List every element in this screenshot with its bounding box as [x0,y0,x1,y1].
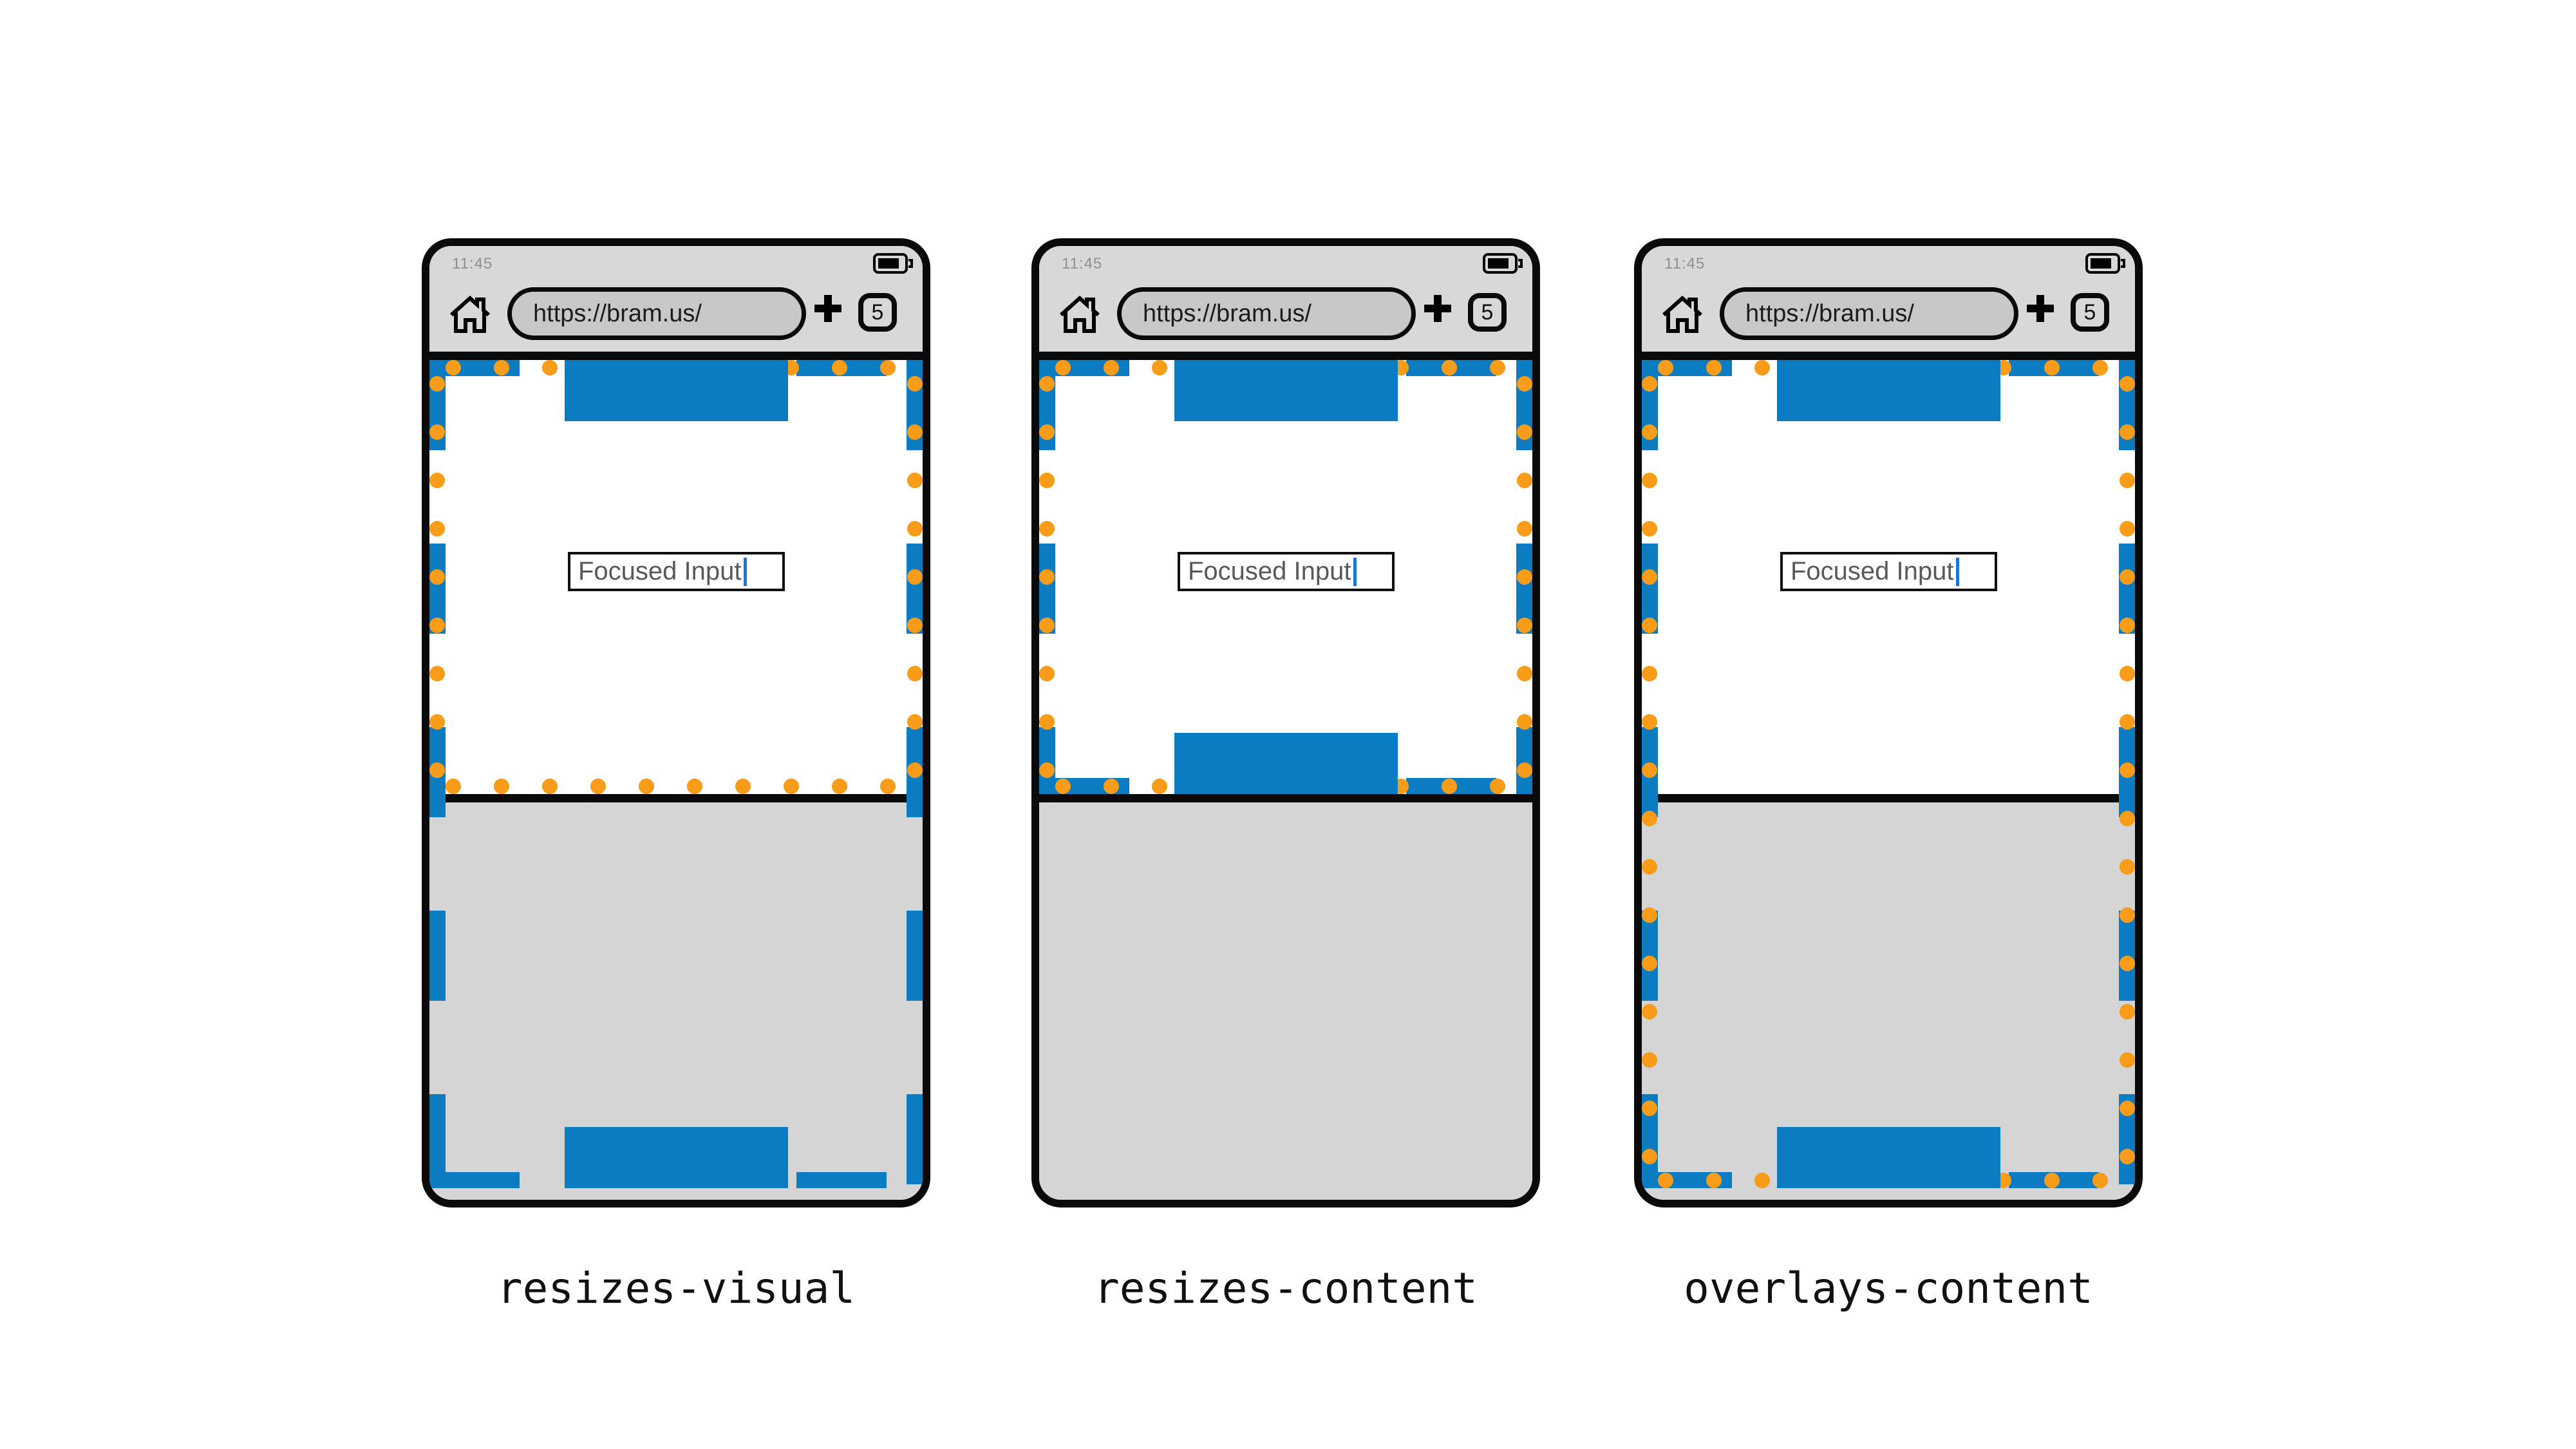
tab-count-button[interactable]: 5 [1468,293,1507,332]
keyboard-top-edge [1642,794,2135,802]
phone-mockup-resizes-content: Focused Input 11:45 https://bram.us/ 5 [1031,238,1540,1397]
url-bar[interactable]: https://bram.us/ [507,287,806,340]
status-time: 11:45 [1664,255,1706,272]
battery-icon [2085,253,2125,274]
layout-viewport-dash-top [1642,360,2135,376]
url-text: https://bram.us/ [533,299,702,327]
focused-input-value: Focused Input [1188,557,1351,585]
url-bar[interactable]: https://bram.us/ [1117,287,1416,340]
layout-viewport-dash-top [429,360,923,376]
tab-count-button[interactable]: 5 [2071,293,2109,332]
visual-viewport-dots-left [429,360,445,794]
focused-input[interactable]: Focused Input [1178,552,1395,591]
url-bar[interactable]: https://bram.us/ [1720,287,2018,340]
plus-icon[interactable] [1423,294,1453,323]
fixed-top-bar [565,360,788,421]
plus-icon[interactable] [813,294,843,323]
layout-viewport-dash-bottom [1039,778,1532,794]
fixed-bottom-bar [1174,733,1398,794]
visual-viewport-dots-right [1517,360,1532,794]
phone-mockup-resizes-visual: Focused Input 11:45 https://bram.us/ 5 [422,238,930,1397]
text-caret-icon [1955,557,1959,586]
browser-chrome: 11:45 https://bram.us/ 5 [1642,246,2135,352]
text-caret-icon [743,557,747,586]
status-time: 11:45 [452,255,493,272]
focused-input[interactable]: Focused Input [568,552,785,591]
phone-frame: Focused Input 11:45 https://bram.us/ 5 [1031,238,1540,1208]
layout-viewport-dash-left [1039,360,1055,794]
url-text: https://bram.us/ [1745,299,1914,327]
phone-mockup-overlays-content: Focused Input 11:45 https://bram.us/ 5 [1634,238,2143,1397]
visual-viewport-dots-bottom [1039,779,1532,794]
virtual-keyboard-area [429,802,923,1200]
keyboard-top-edge [429,794,923,802]
phone-label: resizes-content [1093,1264,1478,1313]
browser-chrome: 11:45 https://bram.us/ 5 [1039,246,1532,352]
battery-icon [873,253,913,274]
browser-chrome: 11:45 https://bram.us/ 5 [429,246,923,352]
phone-label: resizes-visual [496,1264,856,1313]
visual-viewport-dots-right [907,360,923,794]
visual-viewport-dots-bottom [429,779,923,794]
focused-input[interactable]: Focused Input [1780,552,1997,591]
tab-count-button[interactable]: 5 [858,293,897,332]
home-icon[interactable] [1660,294,1705,334]
home-icon[interactable] [1057,294,1102,334]
phone-frame: Focused Input 11:45 https://bram.us/ 5 [422,238,930,1208]
chrome-separator [1642,352,2135,360]
phone-label: overlays-content [1684,1264,2093,1313]
visual-viewport-dots-top [429,360,923,375]
layout-viewport-dash-right [1516,360,1532,794]
tab-count: 5 [1481,299,1494,325]
chrome-separator [1039,352,1532,360]
home-icon[interactable] [447,294,493,334]
battery-icon [1483,253,1523,274]
plus-icon[interactable] [2026,294,2055,323]
url-text: https://bram.us/ [1143,299,1312,327]
status-time: 11:45 [1062,255,1103,272]
tab-count: 5 [871,299,884,325]
chrome-separator [429,352,923,360]
fixed-top-bar [1174,360,1398,421]
visual-viewport-dots-top [1039,360,1532,375]
visual-viewport-dots-left [1039,360,1055,794]
visual-viewport-dots-top [1642,360,2135,375]
virtual-keyboard-area [1039,802,1532,1200]
text-caret-icon [1353,557,1357,586]
virtual-keyboard-area [1642,802,2135,1200]
phone-frame: Focused Input 11:45 https://bram.us/ 5 [1634,238,2143,1208]
keyboard-top-edge [1039,794,1532,802]
fixed-top-bar [1777,360,2000,421]
layout-viewport-dash-top [1039,360,1532,376]
focused-input-value: Focused Input [578,557,742,585]
tab-count: 5 [2083,299,2096,325]
focused-input-value: Focused Input [1791,557,1954,585]
